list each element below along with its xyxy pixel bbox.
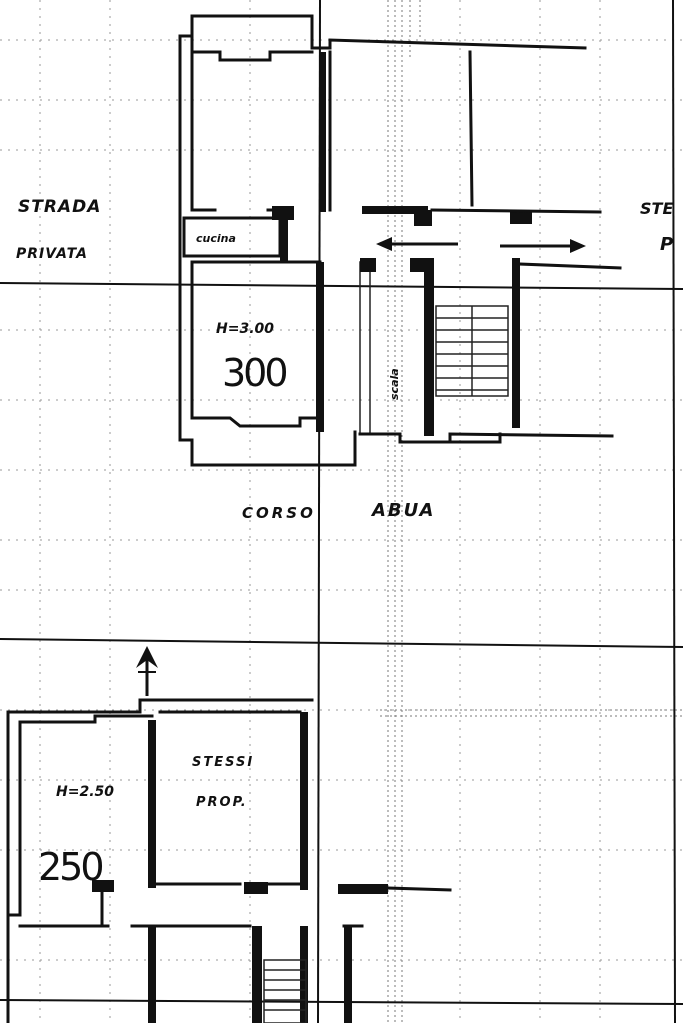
kitchen-label: cucina — [196, 232, 236, 245]
street-left-line1: STRADA — [18, 197, 101, 217]
north-arrow-icon — [136, 646, 158, 696]
lower-floor-plan: H=2.50 250 STESSI PROP. — [6, 698, 452, 1023]
stair-label: scala — [388, 368, 401, 400]
lower-height-handwritten: 250 — [38, 845, 102, 889]
direction-arrow-left-icon — [376, 237, 458, 251]
street-right-line2: P — [660, 234, 673, 255]
street-bottom-word1: CORSO — [242, 504, 316, 522]
street-left-line2: PRIVATA — [16, 246, 88, 262]
upper-height-handwritten: 300 — [222, 351, 286, 395]
upper-floor-plan: cucina H=3.00 300 scala — [178, 14, 622, 467]
staircase-icon — [435, 305, 509, 397]
street-right-line1: STE — [640, 199, 673, 218]
lower-staircase-icon — [263, 959, 307, 1023]
direction-arrow-right-icon — [500, 239, 586, 253]
lower-room-label-line1: STESSI — [192, 755, 254, 770]
upper-height-label: H=3.00 — [216, 321, 274, 337]
street-bottom-word2: ABUA — [370, 500, 435, 521]
lower-room-label-line2: PROP. — [196, 795, 248, 810]
lower-height-label: H=2.50 — [56, 784, 114, 800]
